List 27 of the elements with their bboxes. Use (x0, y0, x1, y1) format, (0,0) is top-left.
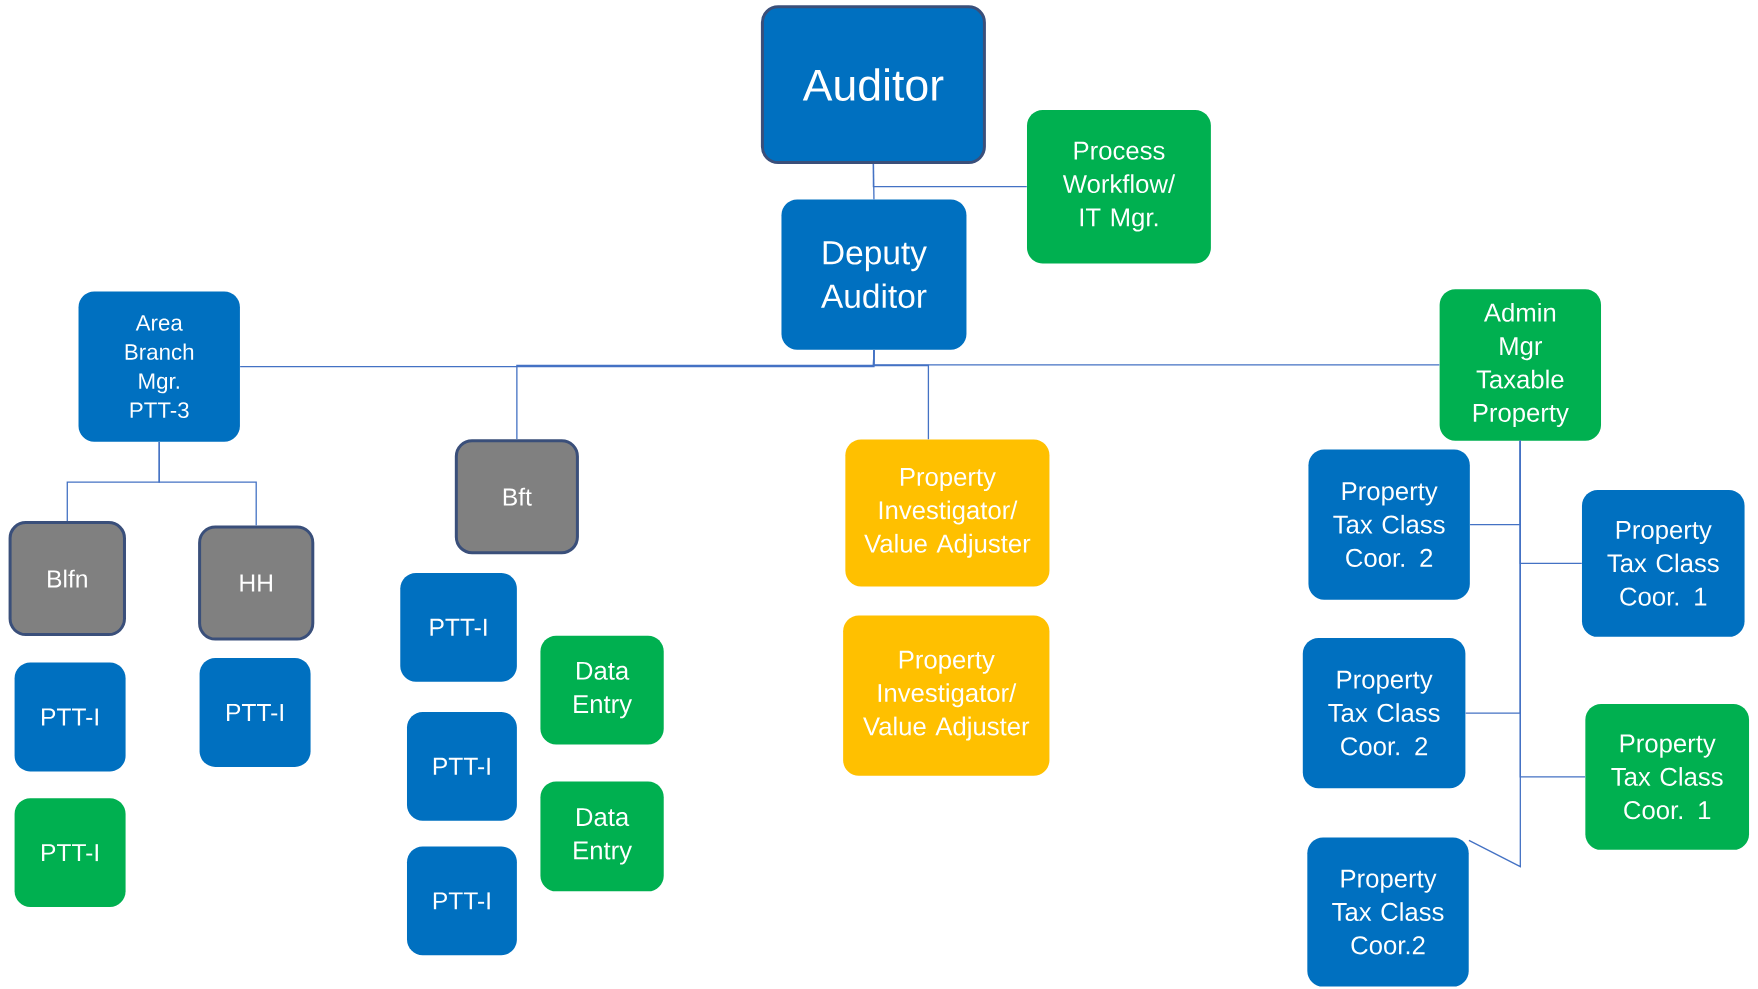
position-box: Property Tax Class Coor. 1 (1581, 490, 1745, 637)
position-box: Property Tax Class Coor. 2 (1302, 638, 1466, 789)
position-box: Process Workflow/ IT Mgr. (1027, 109, 1211, 264)
position-box: PTT-I (14, 798, 126, 908)
connector-line (872, 349, 930, 440)
position-box: Data Entry (540, 635, 664, 745)
position-box: Property Tax Class Coor.2 (1307, 837, 1469, 987)
position-box: Data Entry (540, 781, 664, 892)
position-box: Property Tax Class Coor. 1 (1585, 704, 1750, 850)
position-box: PTT-I (199, 658, 311, 767)
connector-line (1468, 440, 1521, 868)
title-box: Auditor (760, 5, 986, 165)
connector-line (158, 441, 257, 527)
position-box: PTT-I (400, 572, 517, 682)
position-box: Deputy Auditor (781, 199, 967, 350)
position-box: Area Branch Mgr. PTT-3 (78, 291, 240, 442)
position-box: Blfn (8, 521, 126, 637)
connector-line (872, 163, 1028, 188)
position-box: Admin Mgr Taxable Property (1439, 289, 1601, 441)
position-box: Property Tax Class Coor. 2 (1308, 449, 1470, 600)
position-box: PTT-I (407, 846, 517, 956)
position-box: Property Investigator/ Value Adjuster (843, 615, 1050, 776)
position-box: PTT-I (14, 662, 126, 772)
position-box: Property Investigator/ Value Adjuster (845, 439, 1050, 587)
position-box: PTT-I (407, 712, 517, 821)
position-box: HH (198, 525, 315, 641)
position-box: Bft (454, 439, 579, 555)
